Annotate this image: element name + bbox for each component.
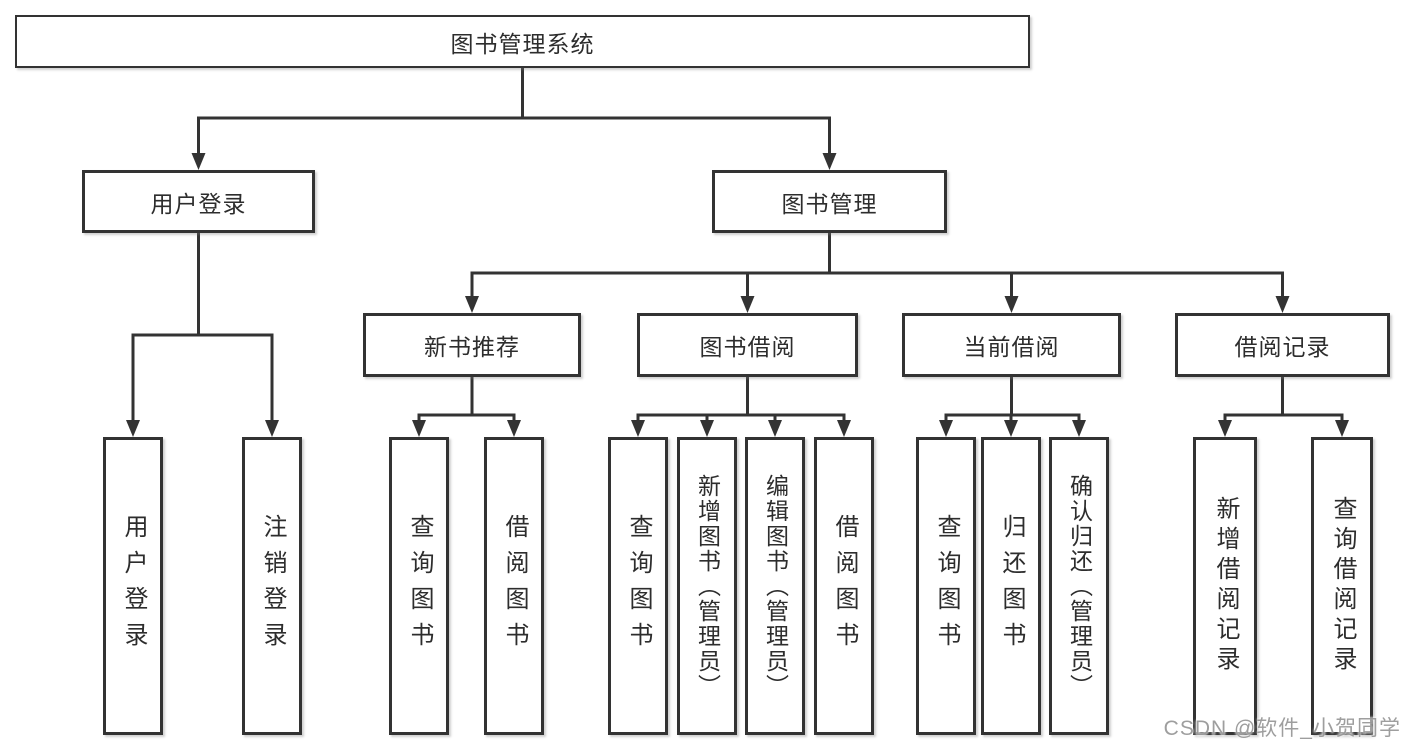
leaf-borrow-book: 借阅图书 (814, 437, 874, 735)
leaf-borrow-book-recommend: 借阅图书 (484, 437, 544, 735)
node-borrowing-records-label: 借阅记录 (1234, 334, 1331, 360)
leaf-return-book: 归还图书 (981, 437, 1041, 735)
node-library-system-label: 图书管理系统 (450, 30, 595, 57)
leaf-borrow-book-recommend-label: 借阅图书 (501, 514, 528, 658)
node-current-borrowing: 当前借阅 (902, 313, 1121, 377)
leaf-add-borrow-record: 新增借阅记录 (1193, 437, 1257, 735)
leaf-query-borrow-record-label: 查询借阅记录 (1329, 496, 1356, 676)
node-current-borrowing-label: 当前借阅 (963, 334, 1060, 360)
leaf-logout: 注销登录 (242, 437, 302, 735)
node-borrowing-records: 借阅记录 (1175, 313, 1390, 377)
leaf-add-book-admin-label: 新增图书（管理员） (694, 473, 721, 699)
node-book-management-label: 图书管理 (781, 190, 878, 217)
leaf-add-book-admin: 新增图书（管理员） (677, 437, 737, 735)
leaf-return-book-label: 归还图书 (998, 514, 1025, 658)
leaf-logout-label: 注销登录 (259, 514, 286, 658)
leaf-confirm-return-admin: 确认归还（管理员） (1049, 437, 1109, 735)
leaf-user-login: 用户登录 (103, 437, 163, 735)
node-new-book-recommend-label: 新书推荐 (424, 334, 520, 360)
leaf-borrow-book-label: 借阅图书 (831, 514, 858, 658)
leaf-add-borrow-record-label: 新增借阅记录 (1212, 496, 1239, 676)
node-library-system: 图书管理系统 (15, 15, 1030, 68)
csdn-watermark: CSDN @软件_小贺同学 (1163, 717, 1401, 740)
node-user-login: 用户登录 (82, 170, 315, 233)
leaf-edit-book-admin-label: 编辑图书（管理员） (762, 473, 789, 699)
node-new-book-recommend: 新书推荐 (363, 313, 581, 377)
leaf-query-borrow-record: 查询借阅记录 (1311, 437, 1373, 735)
leaf-query-book-current: 查询图书 (916, 437, 976, 735)
leaf-query-book-recommend-label: 查询图书 (406, 514, 433, 658)
leaf-confirm-return-admin-label: 确认归还（管理员） (1066, 473, 1093, 699)
leaf-query-book-current-label: 查询图书 (933, 514, 960, 658)
node-book-borrowing-label: 图书借阅 (699, 334, 796, 360)
node-book-management: 图书管理 (712, 170, 947, 233)
leaf-query-book-borrowing: 查询图书 (608, 437, 668, 735)
leaf-user-login-label: 用户登录 (120, 514, 147, 658)
node-book-borrowing: 图书借阅 (637, 313, 858, 377)
leaf-edit-book-admin: 编辑图书（管理员） (745, 437, 805, 735)
node-user-login-label: 用户登录 (150, 190, 247, 217)
leaf-query-book-recommend: 查询图书 (389, 437, 449, 735)
leaf-query-book-borrowing-label: 查询图书 (625, 514, 652, 658)
